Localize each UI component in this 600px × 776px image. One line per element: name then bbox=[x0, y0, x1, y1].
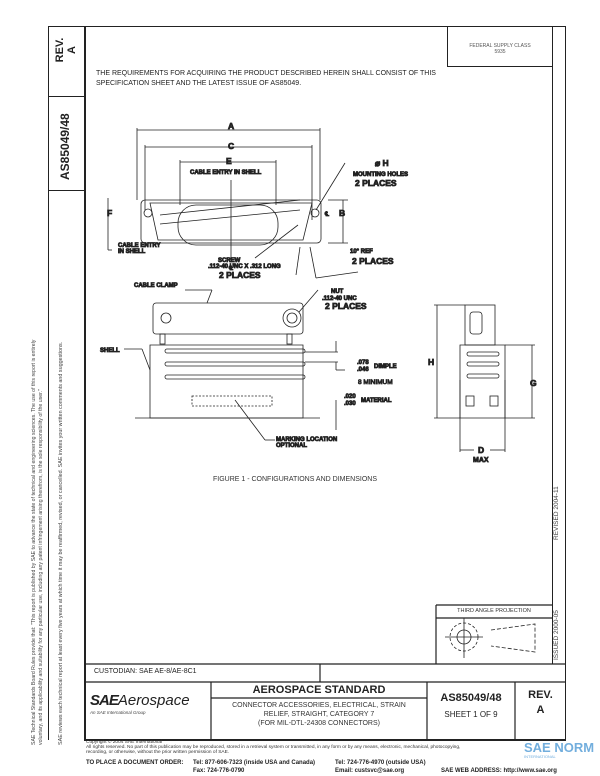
mounting-holes: MOUNTING HOLES bbox=[353, 172, 408, 178]
dim-e: E bbox=[226, 156, 232, 166]
centerline-bottom: ℄ bbox=[228, 265, 233, 272]
mounting-hole-dia: ⌀ H bbox=[375, 158, 389, 168]
frame-right bbox=[565, 26, 566, 740]
frame-top bbox=[48, 26, 566, 27]
fsc-label: FEDERAL SUPPLY CLASS bbox=[469, 43, 531, 49]
divider bbox=[48, 96, 84, 97]
frame-bottom bbox=[84, 739, 566, 741]
rev-label: REV. bbox=[528, 689, 553, 701]
end-view bbox=[434, 304, 535, 452]
issued-date: ISSUED 2000-05 bbox=[553, 610, 560, 660]
two-places: 2 PLACES bbox=[352, 256, 394, 266]
description-line: (FOR MIL-DTL-24308 CONNECTORS) bbox=[257, 720, 380, 727]
title-rev: REV. A bbox=[515, 688, 566, 718]
rev-value: A bbox=[536, 704, 545, 716]
tel-outside: Tel: 724-776-4970 (outside USA) bbox=[335, 760, 426, 766]
description: CONNECTOR ACCESSORIES, ELECTRICAL, STRAI… bbox=[211, 701, 427, 728]
fax: Fax: 724-776-0790 bbox=[193, 768, 245, 774]
copyright: Copyright © 2004 SAE International bbox=[86, 740, 163, 745]
requirements-line: SPECIFICATION SHEET AND THE LATEST ISSUE… bbox=[96, 80, 302, 87]
cable-entry-top: CABLE ENTRY IN SHELL bbox=[190, 170, 262, 176]
footer: Copyright © 2004 SAE International All r… bbox=[86, 740, 518, 755]
rights-text: recording, or otherwise, without the pri… bbox=[86, 749, 230, 755]
figure-caption: FIGURE 1 - CONFIGURATIONS AND DIMENSIONS bbox=[213, 476, 377, 483]
description-line: RELIEF, STRAIGHT, CATEGORY 7 bbox=[263, 711, 375, 718]
watermark-text: SAE NORM bbox=[524, 740, 595, 755]
title-block-lines bbox=[84, 604, 566, 740]
two-places: 2 PLACES bbox=[355, 178, 397, 188]
shell-label: SHELL bbox=[100, 348, 120, 354]
two-places: 2 PLACES bbox=[325, 301, 367, 311]
cable-entry-left: CABLE ENTRY bbox=[118, 243, 160, 249]
fsc-box: FEDERAL SUPPLY CLASS 5935 bbox=[447, 26, 552, 67]
marking-optional: OPTIONAL bbox=[276, 443, 307, 449]
nut-spec: .112-40 UNC bbox=[322, 296, 357, 302]
dimple-lower: .046 bbox=[357, 367, 369, 373]
top-view bbox=[107, 128, 359, 279]
watermark-sub: INTERNATIONAL bbox=[524, 754, 556, 759]
sae-norm-watermark: SAE NORM INTERNATIONAL bbox=[524, 741, 594, 759]
projection-label: THIRD ANGLE PROJECTION bbox=[457, 608, 531, 614]
cable-clamp-label: CABLE CLAMP bbox=[134, 283, 178, 289]
order-label: TO PLACE A DOCUMENT ORDER: bbox=[86, 760, 184, 766]
frame-left bbox=[48, 26, 49, 740]
material-lower: .030 bbox=[344, 401, 356, 407]
dim-g: G bbox=[530, 378, 537, 388]
material-upper: .020 bbox=[344, 394, 356, 400]
logo-sub: An SAE International Group bbox=[90, 710, 146, 715]
description-line: CONNECTOR ACCESSORIES, ELECTRICAL, STRAI… bbox=[232, 702, 406, 709]
divider bbox=[48, 190, 84, 191]
material-label: MATERIAL bbox=[361, 398, 392, 404]
doc-number: AS85049/48 bbox=[440, 692, 502, 704]
side-view bbox=[124, 289, 345, 441]
dim-d-max: MAX bbox=[473, 457, 489, 464]
screw-label: SCREW bbox=[218, 258, 241, 264]
dimple-upper: .078 bbox=[357, 360, 369, 366]
web-address[interactable]: SAE WEB ADDRESS: http://www.sae.org bbox=[441, 768, 557, 774]
cable-entry-left: IN SHELL bbox=[118, 249, 146, 255]
dimple-label: DIMPLE bbox=[374, 364, 397, 370]
dimple-min: 8 MINIMUM bbox=[358, 379, 393, 386]
screw-spec: .112-40 UNC X .312 LONG bbox=[208, 264, 281, 270]
angle-ref: 10° REF bbox=[350, 249, 373, 255]
logo-sae: SAE bbox=[90, 692, 119, 709]
requirements-line: THE REQUIREMENTS FOR ACQUIRING THE PRODU… bbox=[96, 70, 436, 77]
centerline-right: ℄ bbox=[324, 211, 329, 218]
dim-f: F bbox=[107, 208, 112, 218]
third-angle-projection-symbol bbox=[445, 618, 536, 658]
dim-b: B bbox=[339, 208, 345, 218]
standard-title: AEROSPACE STANDARD bbox=[252, 684, 386, 696]
two-places: 2 PLACES bbox=[219, 270, 261, 280]
sae-aerospace-logo: SAEAerospace An SAE International Group bbox=[90, 692, 208, 715]
nut-label: NUT bbox=[331, 289, 344, 295]
dim-h: H bbox=[428, 357, 434, 367]
email: Email: custsvc@sae.org bbox=[335, 768, 405, 774]
fsc-value: 5935 bbox=[494, 49, 506, 55]
logo-aerospace: Aerospace bbox=[117, 692, 190, 709]
tel-inside: Tel: 877-606-7323 (inside USA and Canada… bbox=[193, 760, 316, 766]
sheet-number: SHEET 1 OF 9 bbox=[444, 710, 498, 719]
revised-date: REVISED 2004-11 bbox=[553, 486, 560, 540]
frame-inner-right bbox=[552, 26, 553, 664]
custodian: CUSTODIAN: SAE AE-8/AE-8C1 bbox=[94, 668, 197, 675]
rights-text: All rights reserved. No part of this pub… bbox=[86, 744, 461, 750]
requirements-text: THE REQUIREMENTS FOR ACQUIRING THE PRODU… bbox=[96, 69, 436, 89]
dim-a: A bbox=[228, 121, 234, 131]
dim-c: C bbox=[228, 141, 234, 151]
marking-location: MARKING LOCATION bbox=[276, 437, 337, 443]
frame-inner-left bbox=[84, 26, 86, 740]
dim-d: D bbox=[478, 445, 484, 455]
